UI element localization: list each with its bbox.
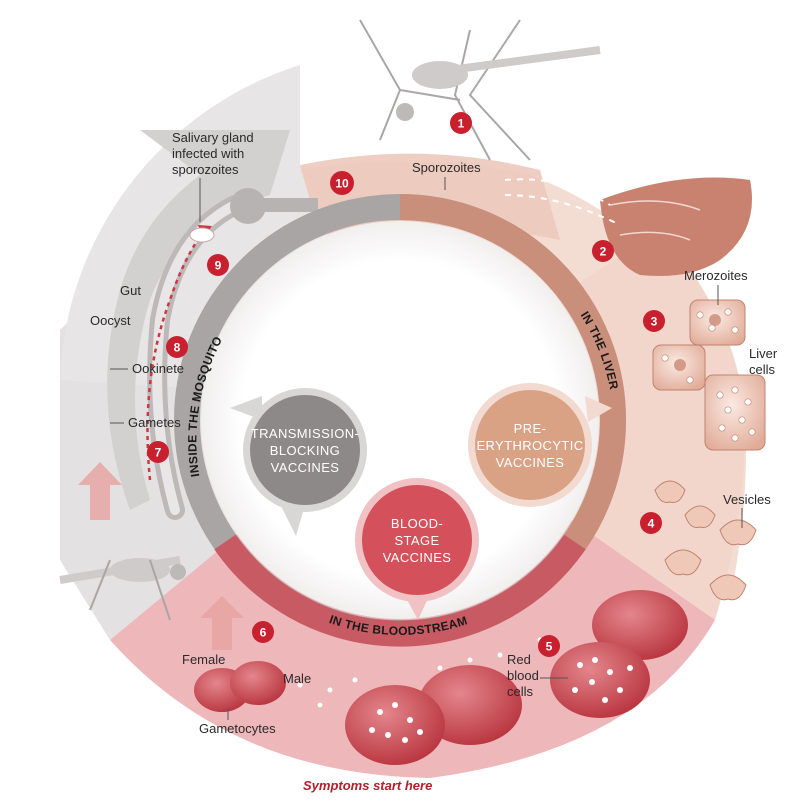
vaccine-label-line: BLOCKING (270, 443, 340, 458)
label-liver-cells: Liver (749, 346, 778, 361)
label-symptoms-start-here: Symptoms start here (303, 778, 432, 793)
pre-erythrocytic-vaccines: PRE- ERYTHROCYTIC VACCINES (468, 383, 612, 507)
step-badge-7: 7 (147, 441, 169, 463)
vaccine-label-line: ERYTHROCYTIC (476, 438, 583, 453)
vaccine-label-line: STAGE (394, 533, 439, 548)
step-badge-2: 2 (592, 240, 614, 262)
transfer-arrow-gametocytes (200, 596, 244, 650)
label-merozoites: Merozoites (684, 268, 748, 283)
step-badge-9: 9 (207, 254, 229, 276)
svg-text:5: 5 (546, 640, 553, 654)
label-oocyst: Oocyst (90, 313, 131, 328)
step-badge-10: 10 (330, 171, 354, 195)
svg-text:8: 8 (174, 341, 181, 355)
svg-text:1: 1 (458, 117, 465, 131)
step-badge-1: 1 (450, 112, 472, 134)
svg-text:9: 9 (215, 259, 222, 273)
svg-text:4: 4 (648, 517, 655, 531)
label-male: Male (283, 671, 311, 686)
step-badge-8: 8 (166, 336, 188, 358)
label-salivary-gland: sporozoites (172, 162, 239, 177)
label-gametocytes: Gametocytes (199, 721, 276, 736)
step-badge-5: 5 (538, 635, 560, 657)
svg-text:2: 2 (600, 245, 607, 259)
svg-text:3: 3 (651, 315, 658, 329)
transmission-blocking-vaccines: TRANSMISSION- BLOCKING VACCINES (230, 388, 367, 536)
label-vesicles: Vesicles (723, 492, 771, 507)
vaccine-label-line: BLOOD- (391, 516, 443, 531)
vaccine-label-line: PRE- (514, 421, 547, 436)
step-badge-6: 6 (252, 621, 274, 643)
label-red-blood-cells: blood (507, 668, 539, 683)
step-badge-3: 3 (643, 310, 665, 332)
annotation-labels: Salivary gland infected with sporozoites… (90, 130, 778, 793)
svg-text:6: 6 (260, 626, 267, 640)
label-salivary-gland: Salivary gland (172, 130, 254, 145)
label-gametes: Gametes (128, 415, 181, 430)
label-liver-cells: cells (749, 362, 776, 377)
parasite-path-arrow (146, 229, 206, 481)
red-blood-cells-illustration (194, 590, 688, 765)
vaccine-label-line: VACCINES (271, 460, 340, 475)
svg-text:7: 7 (155, 446, 162, 460)
mosquito-bottom-illustration (59, 556, 186, 621)
blood-stage-vaccines: BLOOD- STAGE VACCINES (355, 478, 479, 620)
vaccine-label-line: VACCINES (496, 455, 565, 470)
mosquito-top-illustration (359, 19, 601, 161)
svg-text:10: 10 (335, 177, 349, 191)
transfer-arrow-up (78, 462, 122, 520)
step-badges: 1 2 3 4 5 6 7 8 9 10 (147, 112, 665, 657)
label-red-blood-cells: Red (507, 652, 531, 667)
vaccine-label-line: TRANSMISSION- (251, 426, 359, 441)
label-ookinete: Ookinete (132, 361, 184, 376)
label-salivary-gland: infected with (172, 146, 244, 161)
liver-illustration (504, 177, 752, 276)
label-female: Female (182, 652, 225, 667)
label-gut: Gut (120, 283, 141, 298)
step-badge-4: 4 (640, 512, 662, 534)
liver-cells-illustration (652, 299, 766, 601)
label-sporozoites: Sporozoites (412, 160, 481, 175)
label-red-blood-cells: cells (507, 684, 534, 699)
vaccine-label-line: VACCINES (383, 550, 452, 565)
